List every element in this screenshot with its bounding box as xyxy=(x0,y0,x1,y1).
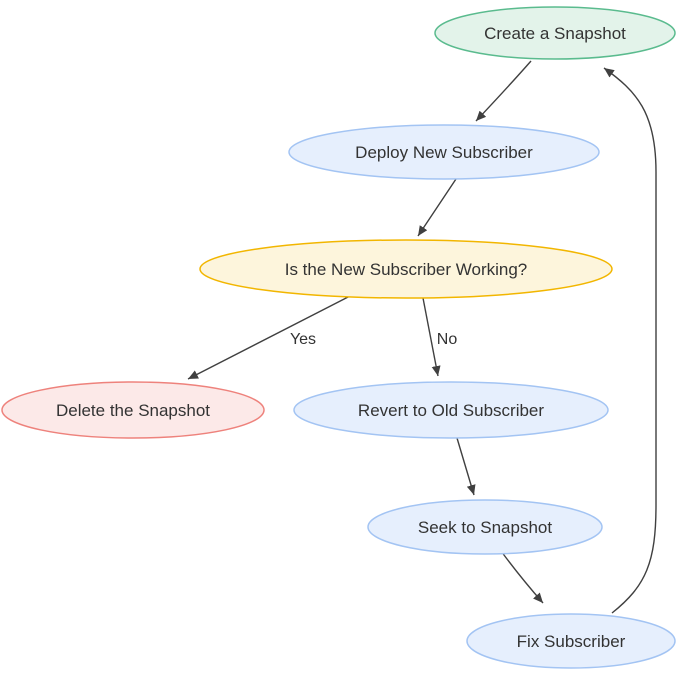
node-delete-the-snapshot: Delete the Snapshot xyxy=(1,381,265,439)
edge-create-to-deploy xyxy=(475,60,532,122)
edge-seek-to-fix xyxy=(500,550,544,604)
node-label-seek-to-snapshot: Seek to Snapshot xyxy=(418,518,552,537)
edge-label-yes: Yes xyxy=(290,331,316,348)
edge-working-to-delete xyxy=(187,294,353,380)
node-revert-to-old-subscriber: Revert to Old Subscriber xyxy=(293,381,609,439)
node-is-new-subscriber-working: Is the New Subscriber Working? xyxy=(199,239,613,299)
node-label-delete-the-snapshot: Delete the Snapshot xyxy=(56,401,210,420)
node-label-deploy-new-subscriber: Deploy New Subscriber xyxy=(355,143,533,162)
node-label-is-new-subscriber-working: Is the New Subscriber Working? xyxy=(285,260,528,279)
node-label-revert-to-old-subscriber: Revert to Old Subscriber xyxy=(358,401,544,420)
node-ellipse-is-new-subscriber-working xyxy=(199,239,613,299)
node-ellipse-seek-to-snapshot xyxy=(367,499,603,555)
node-ellipse-revert-to-old-subscriber xyxy=(293,381,609,439)
node-ellipse-create-a-snapshot xyxy=(434,6,676,60)
node-create-a-snapshot: Create a Snapshot xyxy=(434,6,676,60)
node-label-fix-subscriber: Fix Subscriber xyxy=(517,632,626,651)
node-label-create-a-snapshot: Create a Snapshot xyxy=(484,24,626,43)
node-ellipse-delete-the-snapshot xyxy=(1,381,265,439)
node-ellipse-deploy-new-subscriber xyxy=(288,124,600,180)
node-ellipse-fix-subscriber xyxy=(466,613,676,669)
edge-working-to-revert xyxy=(422,297,441,377)
edge-revert-to-seek xyxy=(456,437,476,496)
node-seek-to-snapshot: Seek to Snapshot xyxy=(367,499,603,555)
edge-fix-to-create xyxy=(603,67,657,614)
edge-deploy-to-working xyxy=(417,178,457,237)
node-deploy-new-subscriber: Deploy New Subscriber xyxy=(288,124,600,180)
edge-label-no: No xyxy=(437,331,458,348)
edges-layer: Yes No xyxy=(187,60,657,614)
node-fix-subscriber: Fix Subscriber xyxy=(466,613,676,669)
